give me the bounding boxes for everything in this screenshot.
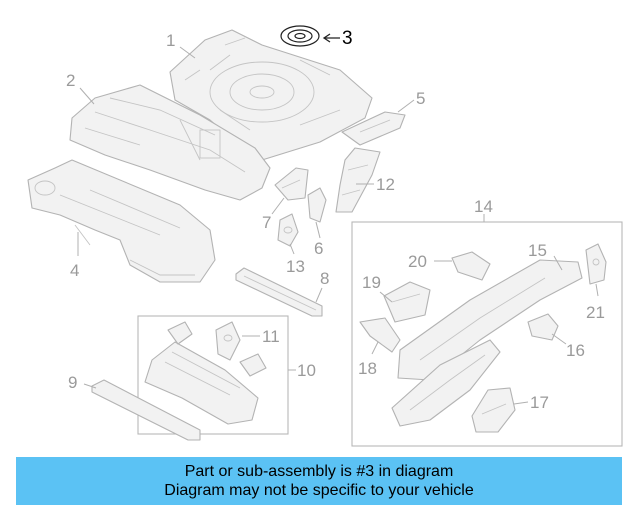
part-18-bracket[interactable]: [359, 317, 401, 353]
callout-5[interactable]: 5: [416, 89, 425, 108]
part-17-panel[interactable]: [471, 387, 516, 433]
part-4-front-floor-pan[interactable]: [27, 159, 216, 283]
banner-line-1: Part or sub-assembly is #3 in diagram: [184, 463, 454, 480]
part-12-reinforcement[interactable]: [335, 147, 381, 213]
callout-19[interactable]: 19: [362, 273, 381, 292]
part-19-bracket[interactable]: [383, 281, 431, 323]
part-13-gusset[interactable]: [277, 213, 299, 247]
callout-6[interactable]: 6: [314, 239, 323, 258]
group-box-10: [137, 315, 289, 435]
callout-14[interactable]: 14: [474, 197, 493, 216]
part-3-plug[interactable]: [280, 25, 320, 47]
part-2-floor-crossmember[interactable]: [69, 84, 271, 201]
callout-20[interactable]: 20: [408, 252, 427, 271]
part-21-bracket[interactable]: [585, 243, 607, 285]
callout-4[interactable]: 4: [70, 261, 79, 280]
callout-9[interactable]: 9: [68, 373, 77, 392]
group-box-14: [351, 221, 623, 447]
part-7-bracket[interactable]: [274, 167, 309, 201]
callout-1[interactable]: 1: [166, 31, 175, 50]
part-5-bracket[interactable]: [341, 111, 406, 146]
callout-12[interactable]: 12: [376, 175, 395, 194]
part-6-clip[interactable]: [307, 187, 327, 223]
callout-17[interactable]: 17: [530, 393, 549, 412]
callout-13[interactable]: 13: [286, 257, 305, 276]
callout-21[interactable]: 21: [586, 303, 605, 322]
part-8-rail[interactable]: [235, 267, 323, 317]
part-9-sill-strip[interactable]: [91, 379, 201, 441]
callout-11[interactable]: 11: [262, 327, 280, 346]
info-banner: Part or sub-assembly is #3 in diagram Di…: [16, 457, 622, 505]
part-16-bracket[interactable]: [527, 313, 559, 341]
callout-3[interactable]: 3: [342, 28, 353, 49]
banner-line-2: Diagram may not be specific to your vehi…: [164, 482, 474, 499]
part-15-side-member[interactable]: [391, 259, 583, 427]
callout-8[interactable]: 8: [320, 269, 329, 288]
part-3-arrow: [322, 33, 340, 43]
parts-diagram: 3 1 2 4 5 12: [27, 25, 623, 447]
callout-10[interactable]: 10: [297, 361, 316, 380]
callout-18[interactable]: 18: [358, 359, 377, 378]
callout-7[interactable]: 7: [262, 213, 271, 232]
part-11-bracket[interactable]: [215, 321, 241, 361]
callout-2[interactable]: 2: [66, 71, 75, 90]
callout-15[interactable]: 15: [528, 241, 547, 260]
part-20-bracket[interactable]: [451, 251, 491, 281]
part-10-tunnel-assembly[interactable]: [144, 321, 267, 425]
callout-16[interactable]: 16: [566, 341, 585, 360]
